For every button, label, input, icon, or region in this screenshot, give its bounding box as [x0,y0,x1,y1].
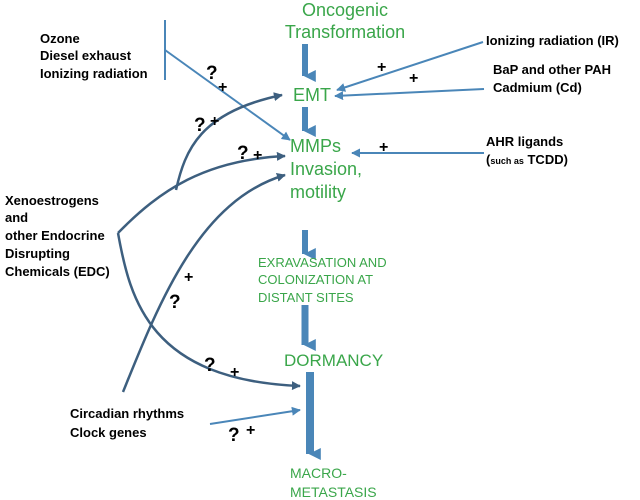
factor-xeno-line4: Disrupting [5,246,70,261]
factor-ahr-tcdd: TCDD) [524,152,568,167]
stage-oncogenic-line2: Transformation [285,22,405,42]
factor-circadian-line2: Clock genes [70,425,147,440]
plus-sign: + [218,79,227,96]
plus-sign: + [184,269,193,286]
factor-xeno-line1: Xenoestrogens [5,193,99,208]
plus-sign: + [230,364,239,381]
main-pathway-arrows [301,44,321,460]
arrow-ozone-to-mmps [164,49,291,141]
plus-sign: + [246,422,255,439]
factor-ahr-line2: (such as TCDD) [486,152,568,167]
stage-mmps-line2: Invasion, [290,159,362,179]
arrow-bap-to-emt [334,88,485,101]
question-mark: ? [194,115,206,136]
factor-ahr-such-as: such as [490,156,524,166]
curve-xeno-to-emt [174,92,283,191]
stage-macrometastasis-line2: METASTASIS [290,484,377,500]
stage-extravasation-line2: COLONIZATION AT [258,272,373,287]
question-mark: ? [206,63,218,84]
factor-bap-line2: Cadmium (Cd) [493,80,582,95]
factor-xeno-line3: other Endocrine [5,228,105,243]
question-mark: ? [204,355,216,376]
uncertainty-marks: ? + ? + ? + + + + + ? ? + ? + [169,59,418,446]
plus-sign: + [210,113,219,130]
plus-sign: + [409,70,418,87]
factor-ozone-line3: Ionizing radiation [40,66,148,81]
influence-curves [116,92,301,393]
factor-ozone-line1: Ozone [40,31,80,46]
factor-ionizing-radiation: Ionizing radiation (IR) [486,33,619,48]
plus-sign: + [377,59,386,76]
factor-circadian-line1: Circadian rhythms [70,406,184,421]
curve-xeno-to-mmps [117,151,286,234]
arrow-circadian-to-dormancy [209,406,301,425]
factor-xeno-line5: Chemicals (EDC) [5,264,110,279]
question-mark: ? [169,292,181,313]
factor-bap-line1: BaP and other PAH [493,62,611,77]
factor-ozone-line2: Diesel exhaust [40,48,132,63]
question-mark: ? [228,425,240,446]
factor-labels: Ozone Diesel exhaust Ionizing radiation … [5,31,619,440]
stage-macrometastasis-line1: MACRO- [290,465,347,481]
stage-extravasation-line1: EXRAVASATION AND [258,255,387,270]
pathway-stages: Oncogenic Transformation EMT MMPs Invasi… [258,0,405,500]
stage-extravasation-line3: DISTANT SITES [258,290,354,305]
question-mark: ? [237,143,249,164]
stage-oncogenic-line1: Oncogenic [302,0,388,20]
plus-sign: + [253,147,262,164]
stage-mmps-line1: MMPs [290,136,341,156]
plus-sign: + [379,139,388,156]
factor-xeno-line2: and [5,210,28,225]
curve-circadian-to-mmps [121,172,286,393]
stage-dormancy: DORMANCY [284,351,383,370]
curve-xeno-to-dormancy [116,232,301,391]
factor-ahr-paren: ( [486,152,491,167]
stage-mmps-line3: motility [290,182,346,202]
right-factor-arrows [209,41,485,425]
ozone-bracket-arrow [164,20,291,141]
arrow-ir-to-emt [336,41,484,92]
stage-emt: EMT [293,85,331,105]
factor-ahr-line1: AHR ligands [486,134,563,149]
